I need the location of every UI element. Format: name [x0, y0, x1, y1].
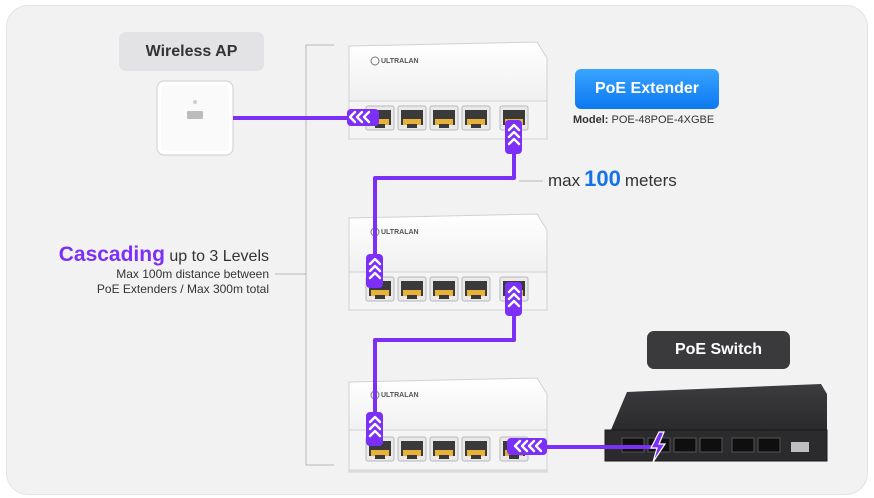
model-value: POE-48POE-4XGBE [611, 114, 715, 126]
distance-unit: meters [624, 171, 677, 190]
cascading-rest: up to 3 Levels [169, 248, 269, 265]
poe-extender-3 [348, 377, 548, 473]
poe-switch-device [604, 384, 828, 462]
model-label: Model: [573, 114, 609, 126]
extender-2-brand: ULTRALAN [381, 229, 419, 236]
poe-extender-label: PoE Extender [575, 69, 719, 109]
distance-label: max 100 meters [548, 166, 677, 192]
cascading-line-2: PoE Extenders / Max 300m total [96, 282, 269, 296]
lightning-icon [650, 431, 667, 463]
cascading-highlight: Cascading [58, 243, 165, 266]
diagram-canvas: ULTRALAN ULTRALAN ULTRALAN Wireless AP P… [6, 5, 868, 495]
cascading-info: Cascading up to 3 Levels Max 100m distan… [59, 243, 269, 297]
cascading-line-1: Max 100m distance between [116, 267, 269, 281]
model-info: Model: POE-48POE-4XGBE [573, 114, 714, 126]
diagram-graphics [156, 41, 828, 473]
extender-1-brand: ULTRALAN [381, 58, 419, 65]
distance-prefix: max [548, 171, 581, 190]
wireless-ap-label: Wireless AP [119, 32, 264, 71]
wireless-ap-device [156, 80, 234, 156]
cascading-title: Cascading up to 3 Levels [59, 243, 269, 267]
poe-switch-label: PoE Switch [647, 331, 790, 369]
distance-value: 100 [584, 166, 621, 191]
level-bracket [305, 44, 334, 466]
chevron-arrow-icon [347, 109, 547, 455]
extender-3-brand: ULTRALAN [381, 392, 419, 399]
